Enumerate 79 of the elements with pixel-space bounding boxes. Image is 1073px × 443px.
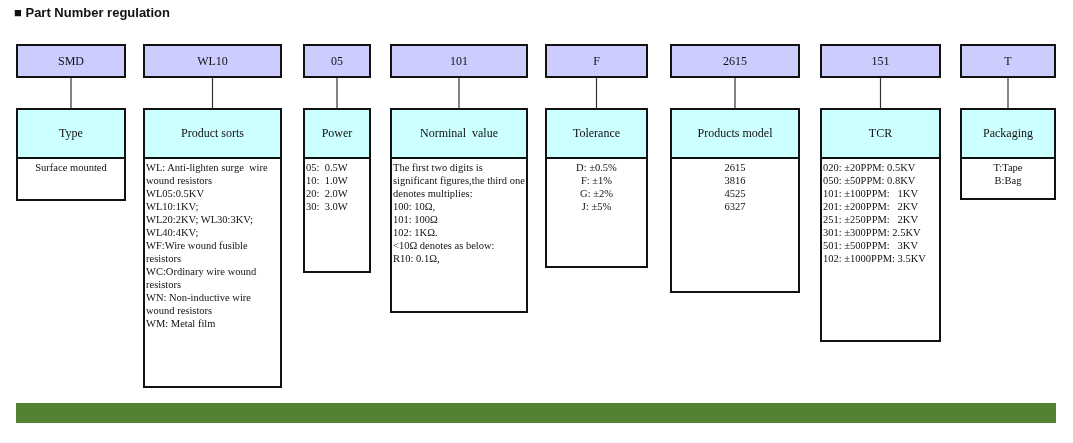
code-text: WL10	[197, 53, 228, 69]
code-box	[390, 44, 528, 78]
spec-entry: 6327	[723, 200, 747, 213]
spec-entry: 251: ±250PPM: 2KV	[823, 213, 920, 226]
spec-entry: 100: 10Ω,	[393, 200, 437, 213]
spec-entry: WL20:2KV; WL30:3KV;	[146, 213, 255, 226]
connector-line	[1007, 77, 1009, 109]
spec-entry: R10: 0.1Ω,	[393, 252, 441, 265]
spec-entry: 102: 1KΩ.	[393, 226, 439, 239]
spec-entry: 10: 1.0W	[306, 174, 349, 187]
spec-entry: 20: 2.0W	[306, 187, 349, 200]
spec-entry: <10Ω denotes as below:	[393, 239, 496, 252]
connector-line	[211, 77, 214, 109]
spec-entry: 050: ±50PPM: 0.8KV	[823, 174, 917, 187]
code-box	[545, 44, 648, 78]
connector-line	[336, 77, 338, 109]
spec-entry: WL: Anti-lighten surge wire wound resistors	[146, 161, 269, 187]
code-box	[670, 44, 800, 78]
code-text: 2615	[723, 53, 747, 69]
field-heading: Type	[18, 110, 124, 159]
heading: ■ Part Number regulation	[14, 5, 170, 20]
spec-table	[545, 108, 648, 268]
field-heading: Norminal value	[392, 110, 526, 159]
spec-entry: 2615	[723, 161, 747, 174]
spec-entry: F: ±1%	[579, 174, 614, 187]
connector-line	[879, 77, 882, 109]
connector-line	[595, 77, 598, 109]
code-box	[960, 44, 1056, 78]
spec-table	[670, 108, 800, 293]
spec-entry: 102: ±1000PPM: 3.5KV	[823, 252, 927, 265]
code-box	[820, 44, 941, 78]
spec-entry: Surface mounted	[34, 161, 108, 174]
connector-line	[458, 77, 460, 109]
field-heading: TCR	[822, 110, 939, 159]
code-box	[143, 44, 282, 78]
code-text: SMD	[58, 53, 84, 69]
code-box	[303, 44, 371, 78]
connector-line	[70, 77, 72, 109]
code-text: 101	[450, 53, 468, 69]
spec-entry: D: ±0.5%	[575, 161, 618, 174]
spec-table	[820, 108, 941, 342]
code-text: T	[1004, 53, 1012, 69]
spec-table	[143, 108, 282, 388]
spec-entry: T:Tape	[992, 161, 1024, 174]
spec-table	[390, 108, 528, 313]
spec-entry: 101: 100Ω	[393, 213, 439, 226]
spec-entry: J: ±5%	[580, 200, 613, 213]
spec-entry: WL40:4KV;	[146, 226, 200, 239]
spec-entry: WF:Wire wound fusible resistors	[146, 239, 249, 265]
spec-entry: B:Bag	[993, 174, 1023, 187]
spec-entry: 05: 0.5W	[306, 161, 349, 174]
field-heading: Product sorts	[145, 110, 280, 159]
code-text: F	[593, 53, 600, 69]
code-text: 05	[331, 53, 343, 69]
spec-entry: WL10:1KV;	[146, 200, 200, 213]
spec-table	[303, 108, 371, 273]
spec-entry: The first two digits is significant figures,the third one denotes multiplies:	[393, 161, 525, 200]
field-heading: Products model	[672, 110, 798, 159]
spec-entry: WL05:0.5KV	[146, 187, 206, 200]
spec-table	[960, 108, 1056, 200]
spec-entry: 101: ±100PPM: 1KV	[823, 187, 920, 200]
code-text: 151	[871, 53, 890, 69]
spec-entry: 501: ±500PPM: 3KV	[823, 239, 920, 252]
spec-entry: 301: ±300PPM: 2.5KV	[823, 226, 922, 239]
spec-table	[16, 108, 126, 201]
field-heading: Tolerance	[547, 110, 646, 159]
spec-entry: 020: ±20PPM: 0.5KV	[823, 161, 917, 174]
connector-line	[734, 77, 736, 109]
spec-entry: 201: ±200PPM: 2KV	[823, 200, 920, 213]
spec-entry: 4525	[723, 187, 747, 200]
spec-entry: WC:Ordinary wire wound resistors	[146, 265, 258, 291]
field-heading: Power	[305, 110, 369, 159]
spec-entry: G: ±2%	[579, 187, 614, 200]
code-box	[16, 44, 126, 78]
field-heading: Packaging	[962, 110, 1054, 159]
spec-entry: 30: 3.0W	[306, 200, 349, 213]
spec-entry: 3816	[723, 174, 747, 187]
spec-entry: WN: Non-inductive wire wound resistors	[146, 291, 252, 317]
spec-entry: WM: Metal film	[146, 317, 217, 330]
